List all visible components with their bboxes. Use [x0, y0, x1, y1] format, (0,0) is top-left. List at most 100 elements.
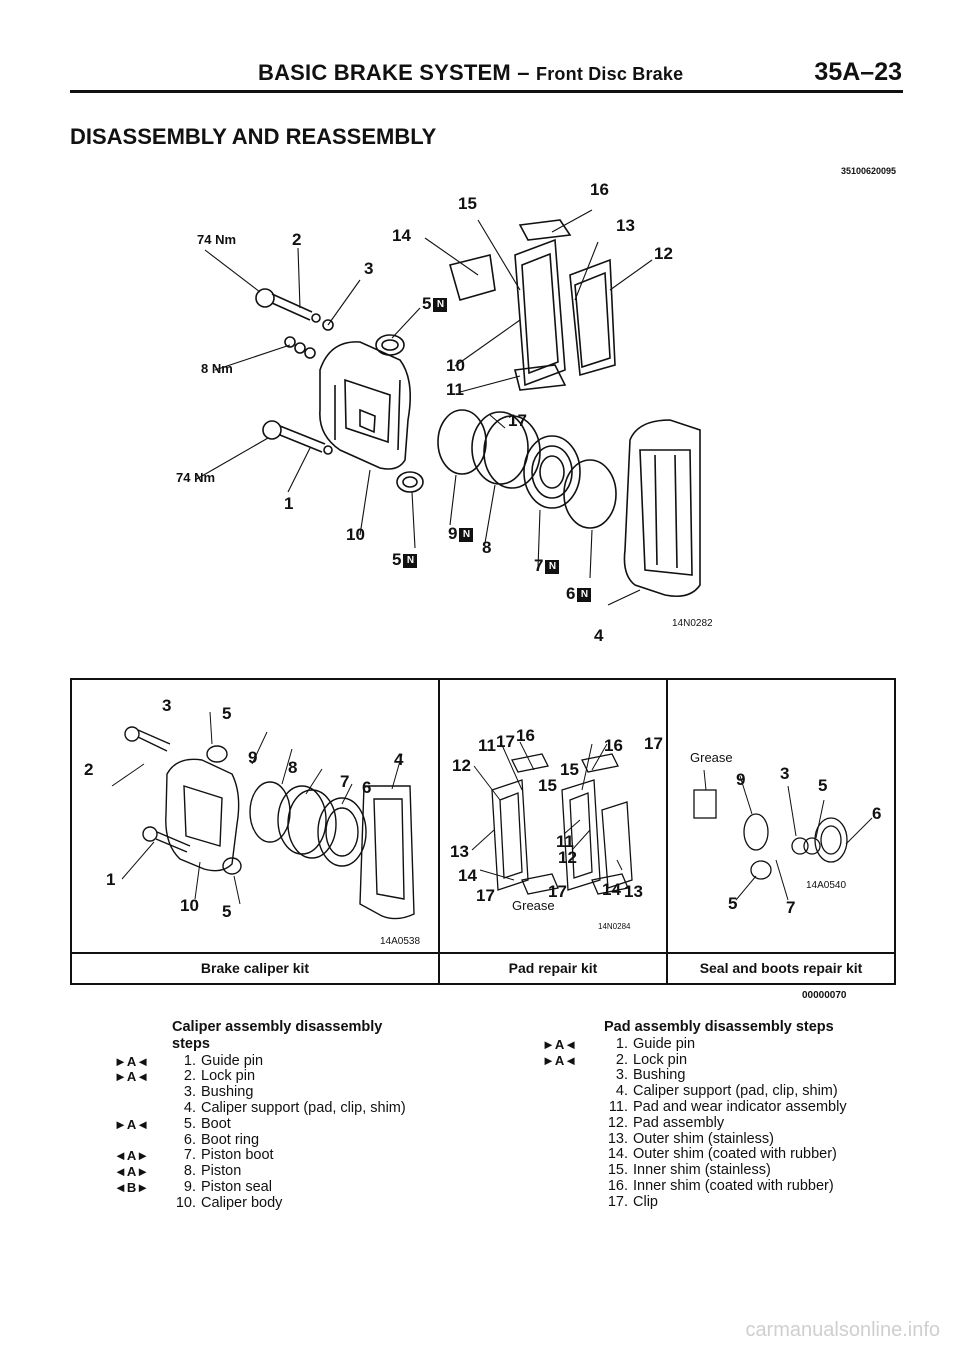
kit1-callout-5b: 5: [222, 902, 232, 921]
step-number: 12.: [607, 1114, 628, 1131]
pad-assembly: [449, 238, 616, 387]
kit3-callout-6: 6: [872, 804, 882, 823]
header-title: BASIC BRAKE SYSTEM: [258, 60, 511, 85]
callout-13: 12: [654, 244, 673, 263]
step-text: Boot ring: [201, 1131, 260, 1148]
step-number: 15.: [607, 1162, 628, 1179]
step-text: Lock pin: [201, 1068, 256, 1085]
kit2-grease-label: Grease: [512, 898, 555, 913]
kit2-callout-11b: 11: [556, 832, 574, 851]
step-item: 3. Bushing: [172, 1084, 406, 1101]
kit2-callout-16b: 16: [604, 736, 623, 755]
step-item: 4. Caliper support (pad, clip, shim): [604, 1083, 847, 1100]
step-text: Piston boot: [201, 1147, 274, 1164]
step-number: 3.: [615, 1067, 628, 1084]
guide-pin-upper: [255, 288, 334, 331]
step-text: Inner shim (coated with rubber): [633, 1177, 834, 1194]
section-code: 35100620095: [840, 166, 896, 176]
step-text: Pad assembly: [633, 1114, 725, 1131]
step-text: Guide pin: [201, 1052, 264, 1069]
kit2-callout-12: 12: [452, 756, 471, 775]
caption-divider: [72, 952, 894, 954]
header-subtitle: Front Disc Brake: [536, 64, 684, 84]
boot-lower: [396, 471, 424, 493]
piston-boot: [523, 435, 581, 509]
kit2-figure-code: 14N0284: [598, 922, 631, 931]
kit2-callout-14b: 14: [602, 880, 621, 899]
step-text: Boot: [201, 1115, 231, 1132]
step-item: 3. Bushing: [604, 1067, 847, 1084]
service-point-mark: ►A◄: [114, 1116, 150, 1132]
step-text: Caliper support (pad, clip, shim): [201, 1099, 406, 1116]
kits-figure-code: 00000070: [802, 990, 847, 1001]
step-number: 4.: [615, 1083, 628, 1100]
step-item: 1.Guide pin►A◄: [542, 1035, 847, 1053]
callout-4: 4: [594, 626, 604, 645]
step-text: Pad and wear indicator assembly: [633, 1098, 847, 1115]
piston-seal: [437, 409, 487, 475]
step-number: 13.: [607, 1130, 628, 1147]
step-item: 16.Inner shim (coated with rubber): [604, 1177, 847, 1195]
step-item: 10.Caliper body: [172, 1194, 406, 1212]
new-part-marker: N: [459, 527, 474, 542]
kit-divider: [438, 680, 440, 983]
service-point-mark: ◄A►: [114, 1148, 150, 1164]
kit-caption-pad-repair: Pad repair kit: [508, 960, 598, 976]
step-number: 5.: [183, 1115, 196, 1132]
main-figure-code: 14N0282: [672, 618, 713, 629]
step-number: 3.: [183, 1084, 196, 1101]
kit2-callout-17b: 17: [644, 734, 663, 753]
kit-caption-seal-boots: Seal and boots repair kit: [699, 960, 863, 976]
section-title: DISASSEMBLY AND REASSEMBLY: [70, 124, 437, 149]
step-text: Caliper body: [201, 1194, 283, 1211]
step-number: 1.: [615, 1035, 628, 1052]
pad-steps-title: Pad assembly disassembly steps: [604, 1019, 834, 1035]
step-number: 2.: [615, 1051, 628, 1068]
torque-label-upper: 74 Nm: [197, 232, 237, 247]
step-text: Caliper support (pad, clip, shim): [633, 1083, 838, 1100]
step-item: 4.Caliper support (pad, clip, shim): [172, 1099, 406, 1117]
kit1-callout-8: 8: [288, 758, 298, 777]
step-item: 9.Piston seal◄B►: [114, 1178, 406, 1196]
service-point-mark: ►A◄: [542, 1052, 578, 1068]
callout-10: 10: [346, 525, 365, 544]
step-item: 13.Outer shim (stainless): [604, 1130, 847, 1148]
step-number: 17.: [607, 1193, 628, 1210]
step-item: 15.Inner shim (stainless): [604, 1162, 847, 1179]
service-point-mark: ►A◄: [542, 1036, 578, 1052]
seal-boots-kit-diagram: [693, 769, 873, 901]
guide-pin-lower: [262, 420, 333, 455]
header-rule: [70, 90, 903, 93]
callout-11: 10: [446, 356, 465, 375]
step-item: 5. Boot ►A◄: [114, 1115, 406, 1133]
kit1-callout-9: 9: [248, 748, 258, 767]
step-number: 9.: [183, 1178, 196, 1195]
step-number: 14.: [607, 1146, 628, 1163]
callout-3: 3: [364, 259, 374, 278]
step-text: Bushing: [633, 1067, 686, 1084]
repair-kits-table: 2 3 5 9 8 7 6 4 1 10 5 14A0538 11 17 16 …: [70, 678, 896, 985]
step-text: Piston seal: [201, 1178, 272, 1195]
step-number: 11.: [608, 1098, 628, 1115]
kit2-callout-12b: 12: [558, 848, 577, 867]
kit1-callout-10: 10: [180, 896, 199, 915]
pad-disassembly-steps: Pad assembly disassembly steps 1.Guide p…: [542, 1019, 847, 1211]
kit2-callout-14: 14: [458, 866, 477, 885]
step-text: Piston: [201, 1163, 242, 1180]
callout-1: 1: [284, 494, 294, 513]
service-point-mark: ►A◄: [114, 1069, 150, 1085]
kit3-callout-5: 5: [818, 776, 828, 795]
kit3-callout-9: 9: [736, 770, 746, 789]
step-number: 2.: [183, 1068, 196, 1085]
step-text: Bushing: [201, 1084, 254, 1101]
kit3-figure-code: 14A0540: [806, 880, 847, 891]
step-number: 8.: [183, 1163, 196, 1180]
step-item: 14.Outer shim (coated with rubber): [604, 1146, 847, 1163]
step-number: 7.: [183, 1147, 196, 1164]
step-item: 12. Pad assembly: [604, 1114, 847, 1132]
watermark: carmanualsonline.info: [745, 1319, 940, 1341]
